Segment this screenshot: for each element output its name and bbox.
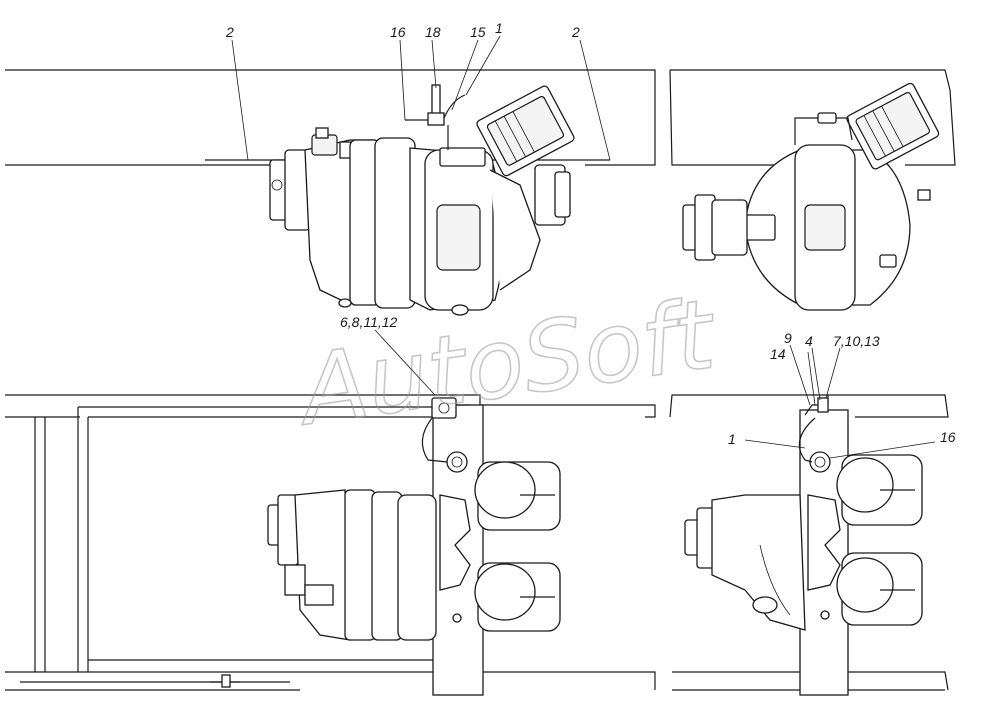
callout-7-10-13: 7,10,13 bbox=[833, 333, 880, 349]
bottom-right-assembly bbox=[672, 395, 949, 696]
callout-16-bottom: 16 bbox=[940, 429, 956, 445]
callout-6-8-11-12: 6,8,11,12 bbox=[340, 314, 398, 330]
callout-15-top: 15 bbox=[470, 24, 486, 40]
middle-frame-rails bbox=[5, 394, 949, 418]
top-left-gearbox bbox=[269, 84, 575, 316]
bottom-left-assembly bbox=[5, 397, 656, 696]
callout-14-bottom: 14 bbox=[770, 346, 786, 362]
callout-16-top: 16 bbox=[390, 24, 406, 40]
callout-4-bottom: 4 bbox=[805, 333, 813, 349]
leader-lines bbox=[231, 35, 936, 459]
callout-2-top-left: 2 bbox=[225, 24, 234, 40]
callout-1-bottom: 1 bbox=[728, 431, 736, 447]
top-right-gearbox bbox=[682, 82, 940, 311]
callout-2-top-right: 2 bbox=[571, 24, 580, 40]
callout-18-top: 18 bbox=[425, 24, 441, 40]
callout-9-bottom: 9 bbox=[784, 330, 792, 346]
callout-1-top: 1 bbox=[495, 20, 503, 36]
